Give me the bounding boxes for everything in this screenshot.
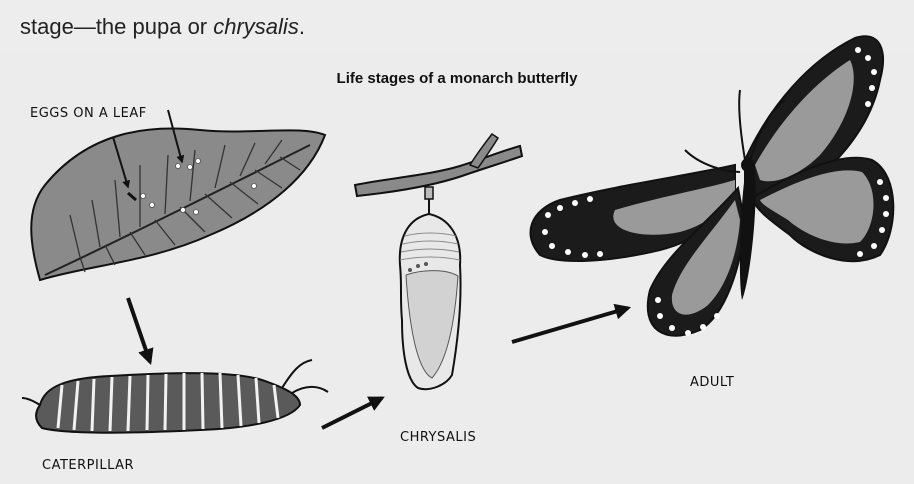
arrow-caterpillar-to-chrysalis bbox=[322, 398, 382, 428]
diagram-title: Life stages of a monarch butterfly bbox=[0, 70, 914, 87]
label-caterpillar: CATERPILLAR bbox=[42, 458, 134, 473]
label-eggs-on-a-leaf: EGGS ON A LEAF bbox=[30, 106, 147, 121]
arrow-leaf-to-caterpillar bbox=[128, 298, 150, 362]
arrow-chrysalis-to-adult bbox=[512, 308, 628, 342]
chrysalis-illustration bbox=[355, 134, 522, 389]
label-chrysalis: CHRYSALIS bbox=[400, 430, 476, 445]
caterpillar-illustration bbox=[22, 360, 328, 433]
label-adult: ADULT bbox=[690, 375, 734, 390]
